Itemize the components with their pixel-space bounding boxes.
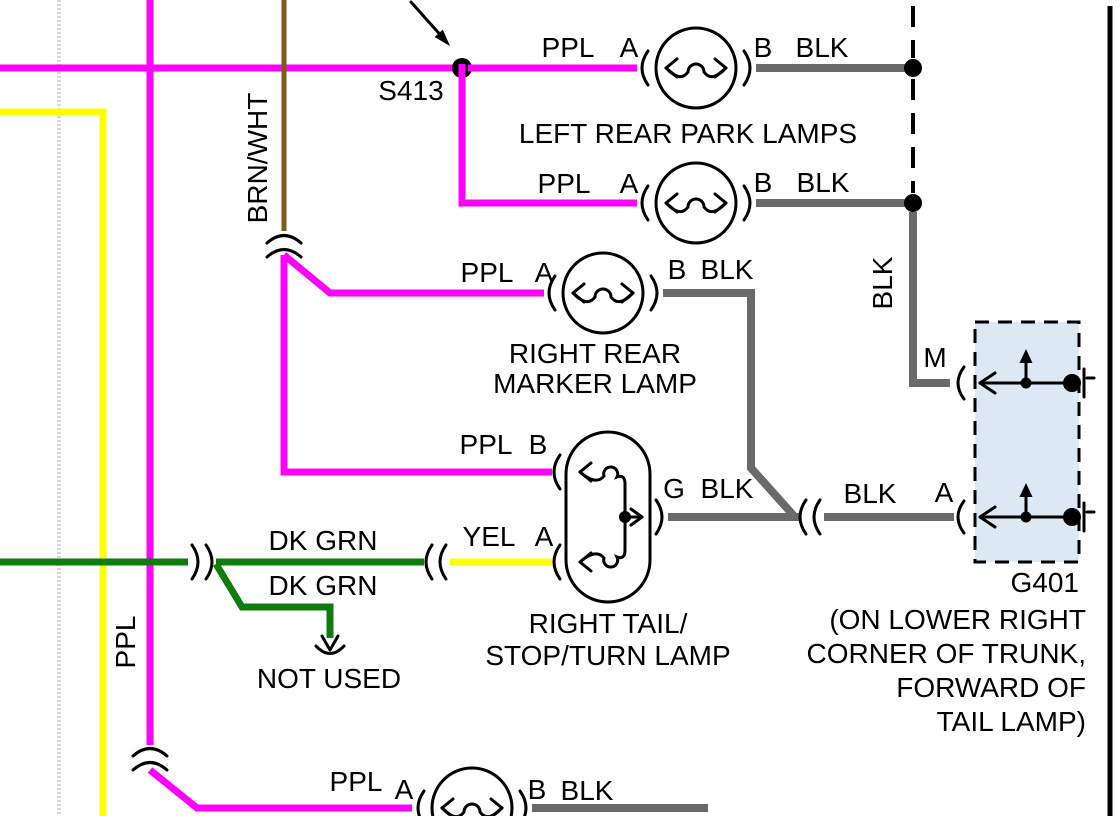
harness-break-icon-bottom [131, 747, 169, 772]
not-used-label: NOT USED [257, 663, 401, 694]
ppl-wire-park-lamp-2 [458, 64, 637, 207]
wire-label: YEL [463, 521, 516, 552]
terminal-label: B [754, 32, 773, 63]
wire-label: PPL [542, 32, 595, 63]
tail-lamp-symbol [552, 430, 664, 604]
wire-label: BLK [701, 473, 754, 504]
terminal-label: A [935, 477, 954, 508]
terminal-label: A [395, 774, 414, 805]
ground-note-line: (ON LOWER RIGHT [829, 604, 1086, 635]
harness-break-icon-top [265, 234, 303, 259]
ground-note-line: CORNER OF TRUNK, [807, 638, 1087, 669]
splice-label: S413 [378, 75, 443, 106]
terminal-label: B [529, 429, 548, 460]
wire-label: BLK [844, 478, 897, 509]
wire-label: BLK [701, 254, 754, 285]
dk-grn-branch-not-used [213, 562, 334, 638]
wire-label: BLK [797, 167, 850, 198]
wire-label: PPL [460, 429, 513, 460]
ground-note-line: FORWARD OF [896, 672, 1086, 703]
wire-label: DK GRN [269, 525, 378, 556]
component-name: MARKER LAMP [493, 368, 697, 399]
bottom-lamp-bulb-icon [416, 766, 528, 816]
ppl-wire-tail-lamp [280, 255, 552, 476]
component-name: RIGHT REAR [509, 338, 681, 369]
inline-connector-icon-grn-1 [190, 543, 200, 581]
not-used-arrow-icon [320, 634, 340, 652]
terminal-label: A [620, 168, 639, 199]
park-lamp-2-bulb-icon [640, 161, 752, 245]
terminal-label: G [663, 473, 685, 504]
wire-label-rotated: BLK [867, 256, 898, 309]
wire-label: PPL [538, 168, 591, 199]
blk-junction-dot-2 [904, 194, 922, 212]
wire-label: BLK [796, 32, 849, 63]
inline-connector-icon-yel-1 [424, 543, 434, 581]
inline-connector-icon-yel-2 [438, 543, 448, 581]
terminal-label: B [754, 167, 773, 198]
ppl-wire-marker-lamp [281, 252, 544, 297]
blk-wire-to-ground-m [909, 212, 950, 387]
wire-label: DK GRN [269, 570, 378, 601]
ground-id-label: G401 [1011, 567, 1080, 598]
wire-label: PPL [330, 766, 383, 797]
terminal-label: M [923, 342, 946, 373]
yellow-feed-wire [0, 108, 107, 816]
park-lamp-1-bulb-icon [640, 26, 752, 110]
terminal-label: B [668, 254, 687, 285]
blk-wire-marker-lamp [663, 289, 797, 519]
terminal-label: B [528, 774, 547, 805]
component-name: LEFT REAR PARK LAMPS [519, 118, 857, 149]
terminal-label: A [620, 32, 639, 63]
terminal-label: A [535, 521, 554, 552]
blk-junction-dot-1 [904, 59, 922, 77]
not-used-cup-icon [314, 644, 346, 655]
component-name: RIGHT TAIL/ [529, 608, 688, 639]
inline-connector-icon-blk-2 [812, 498, 822, 536]
s413-pointer-arrowhead-icon [434, 29, 450, 46]
wire-label-rotated: BRN/WHT [242, 93, 273, 224]
ground-note-line: TAIL LAMP) [937, 706, 1086, 737]
wire-label: PPL [461, 257, 514, 288]
wire-label: BLK [561, 775, 614, 806]
terminal-label: A [535, 257, 554, 288]
ppl-wire-bottom-lamp [147, 767, 412, 812]
marker-lamp-bulb-icon [547, 251, 659, 335]
wire-label-rotated: PPL [110, 616, 141, 669]
component-name: STOP/TURN LAMP [485, 640, 730, 671]
s413-pointer-line [409, 0, 446, 41]
inline-connector-icon-blk-1 [798, 498, 808, 536]
inline-connector-icon-grn-2 [204, 543, 214, 581]
